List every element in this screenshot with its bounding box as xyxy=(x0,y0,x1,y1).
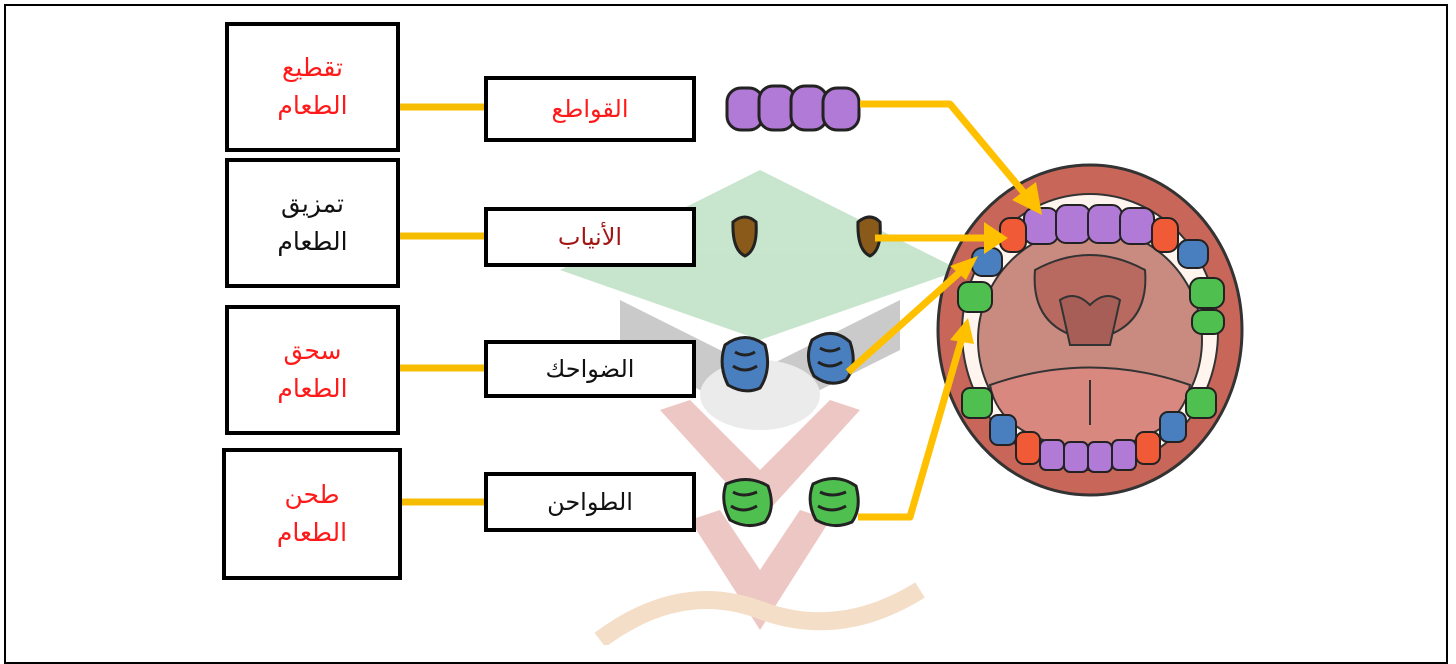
open-mouth-illustration xyxy=(936,163,1244,497)
function-line-1: تقطيع xyxy=(282,53,343,82)
teeth-and-mouth-illustration xyxy=(720,84,1244,527)
pointer-arrows xyxy=(845,100,1033,521)
function-line-1: تمزيق xyxy=(281,189,345,218)
incisor-teeth-icon xyxy=(725,84,861,132)
function-box-cutting: تقطيع الطعام xyxy=(225,22,400,152)
function-line-2: الطعام xyxy=(277,227,348,256)
tooth-name-incisors: القواطع xyxy=(484,76,696,142)
connector-lines xyxy=(400,103,486,506)
function-line-1: طحن xyxy=(284,480,340,509)
arrow-premolars xyxy=(845,269,963,375)
function-box-grinding: طحن الطعام xyxy=(222,448,402,580)
function-line-2: الطعام xyxy=(276,518,348,547)
function-line-2: الطعام xyxy=(277,374,348,403)
arrow-incisors xyxy=(860,100,1033,203)
premolar-teeth-icon xyxy=(720,332,855,393)
tooth-name-premolars: الضواحك xyxy=(484,340,696,398)
function-box-tearing: تمزيق الطعام xyxy=(225,158,400,288)
arrow-heads xyxy=(950,182,1042,344)
tooth-name-canines: الأنياب xyxy=(484,207,696,267)
canine-teeth-icon xyxy=(731,215,882,258)
molar-teeth-icon xyxy=(722,477,860,527)
tooth-name-molars: الطواحن xyxy=(484,472,696,532)
function-line-2: الطعام xyxy=(277,91,348,120)
function-line-1: سحق xyxy=(283,336,342,365)
arrow-molars xyxy=(858,337,966,521)
function-box-crushing: سحق الطعام xyxy=(225,305,400,435)
